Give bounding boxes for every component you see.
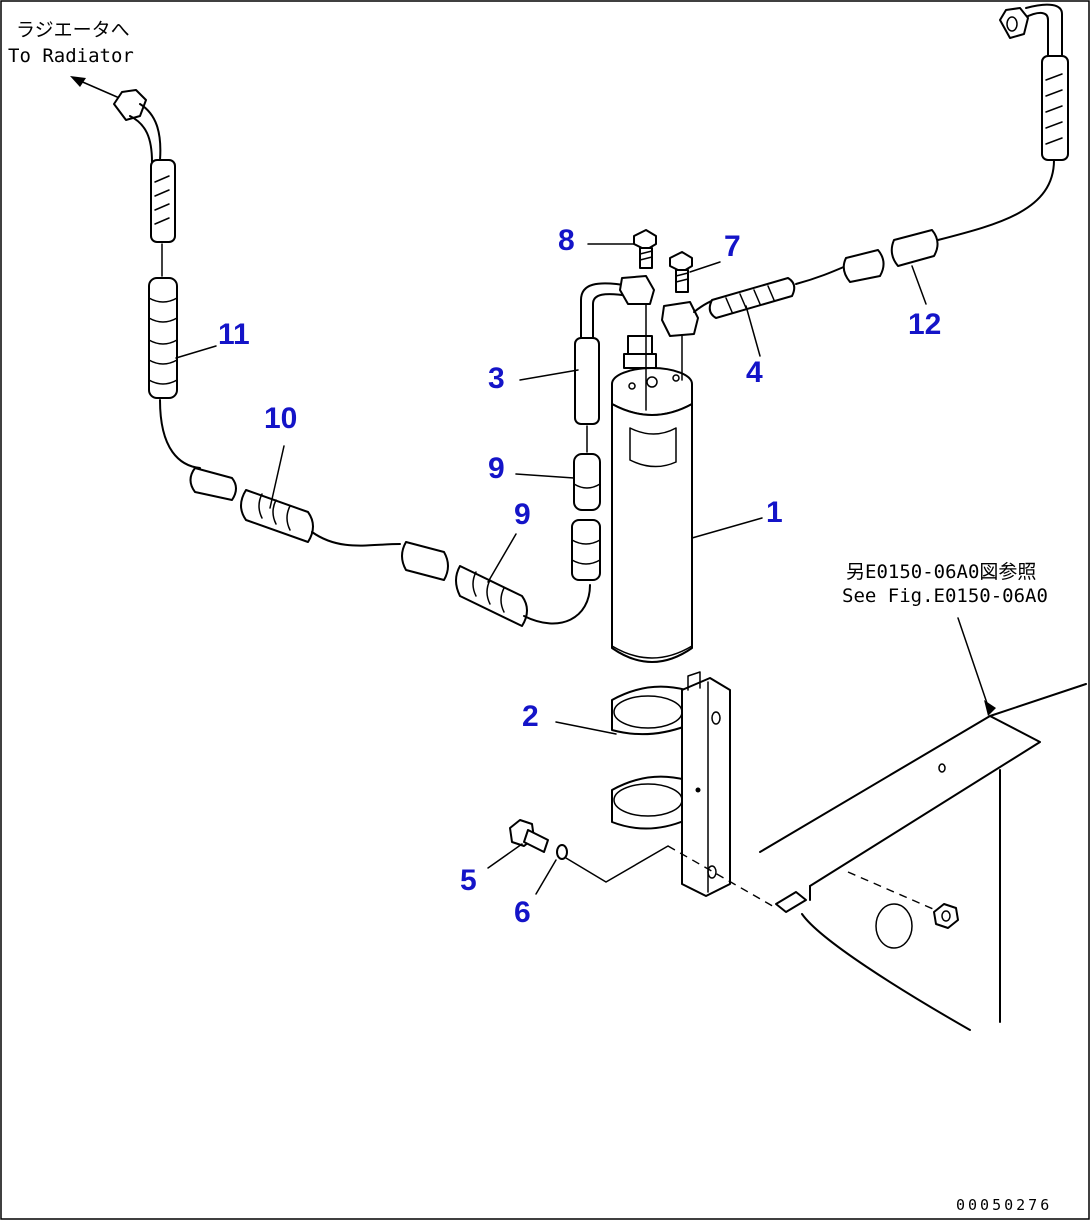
receiver-drier [611,229,699,663]
hose-to-radiator [70,76,631,627]
bolt-7 [669,251,693,293]
radiator-arrow-line [77,79,125,101]
callout-9-lower: 9 [514,498,531,531]
protector-12 [842,229,939,283]
washer-6 [556,844,568,860]
callout-9-upper: 9 [488,452,505,485]
leader-lines [175,243,996,895]
bolt-8 [633,229,657,269]
callout-6: 6 [514,896,531,929]
note-reference-en: See Fig.E0150-06A0 [842,585,1048,607]
protector-10 [189,467,314,543]
note-reference-jp: 另E0150-06A0図参照 [846,561,1036,583]
callout-5: 5 [460,864,477,897]
radiator-arrowhead [70,76,86,87]
callout-10: 10 [264,402,297,435]
bolt-5 [509,819,549,853]
callout-12: 12 [908,308,941,341]
hose-to-condenser [937,3,1069,241]
callout-3: 3 [488,362,505,395]
protector-11 [148,277,178,399]
hose-pipe-bend-left [139,103,162,161]
panel-nut [933,903,959,929]
callout-7: 7 [724,230,741,263]
block-hose-4 [661,301,699,337]
hose-nut-right [999,7,1029,39]
drier-body [611,403,693,663]
hose-line-left [159,399,201,469]
callout-1: 1 [766,496,783,529]
hose-sleeve-left [150,159,176,243]
callout-4: 4 [746,356,763,389]
callout-8: 8 [558,224,575,257]
protector-9-upper [571,453,601,581]
hose-3 [574,337,600,425]
note-radiator-jp: ラジエータへ [16,19,130,41]
protector-9-lower [401,541,528,627]
note-radiator-en: To Radiator [8,45,134,67]
drawing-number: 00050276 [956,1196,1052,1214]
bracket-2 [611,671,731,897]
mounting-panel [759,683,1087,1031]
hose-4 [693,265,847,319]
block-hose-3 [619,275,655,305]
callout-11: 11 [218,318,250,351]
hose-nut-left [113,89,147,121]
callout-2: 2 [522,700,539,733]
